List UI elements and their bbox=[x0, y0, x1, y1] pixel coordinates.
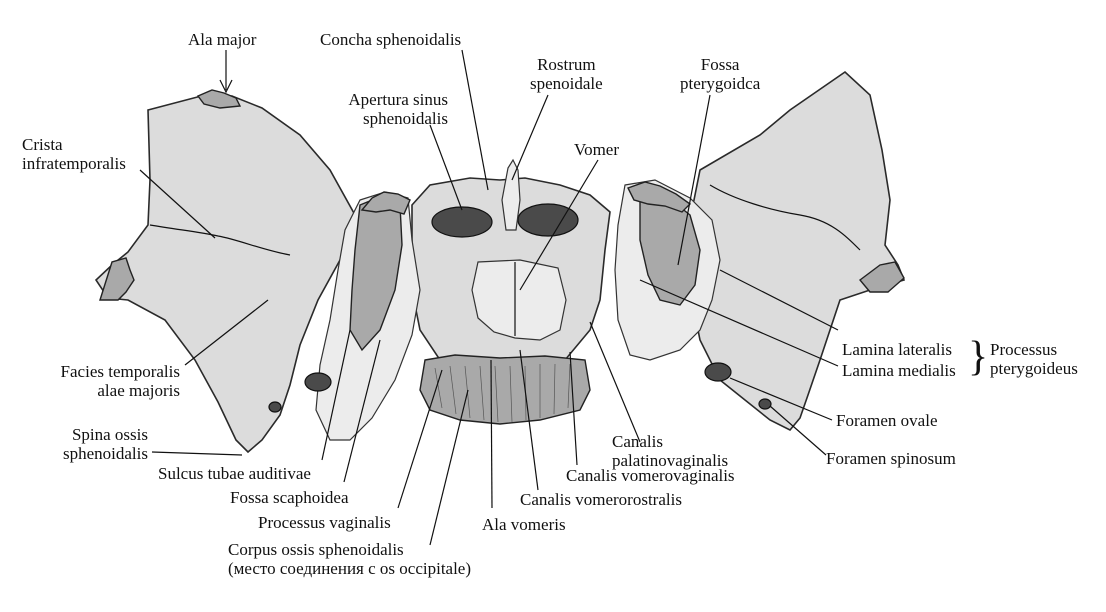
label-rostrum-line1: Rostrum bbox=[537, 55, 596, 74]
label-apertura-line1: Apertura sinus bbox=[348, 90, 448, 109]
label-fossa-scaphoidea: Fossa scaphoidea bbox=[230, 488, 349, 507]
label-fossa-pterygoidea: Fossa pterygoidca bbox=[680, 55, 760, 93]
label-foramen-spinosum: Foramen spinosum bbox=[826, 449, 956, 468]
right-pterygoid-rough-edge bbox=[627, 181, 692, 213]
brace-processus-pterygoideus: } bbox=[968, 334, 989, 380]
label-spina-line2: sphenoidalis bbox=[63, 444, 148, 463]
left-wing-jagged-edge bbox=[99, 257, 135, 301]
left-infratemporal-ridge bbox=[149, 224, 291, 256]
label-canalis-vomerorostralis: Canalis vomerorostralis bbox=[520, 490, 682, 509]
left-wing-crest-edge bbox=[196, 89, 242, 109]
label-apertura-line2: sphenoidalis bbox=[363, 109, 448, 128]
right-wing-jagged-edge bbox=[858, 261, 905, 293]
label-vomer: Vomer bbox=[574, 140, 620, 159]
label-sulcus-tubae: Sulcus tubae auditivae bbox=[158, 464, 311, 483]
label-rostrum: Rostrum spenoidale bbox=[530, 55, 603, 93]
label-fossa-line2: pterygoidca bbox=[680, 74, 761, 93]
label-processus-line1: Processus bbox=[990, 340, 1058, 359]
label-canalis-pal-line1: Canalis bbox=[612, 432, 663, 451]
foramen-ovale-shape bbox=[704, 362, 732, 382]
label-fossa-line1: Fossa bbox=[700, 55, 740, 74]
label-ala-major: Ala major bbox=[188, 30, 257, 49]
label-processus-pterygoideus: Processus pterygoideus bbox=[990, 340, 1078, 378]
right-infratemporal-ridge bbox=[709, 184, 861, 251]
label-facies-temporalis: Facies temporalis alae majoris bbox=[30, 362, 180, 400]
leader-lines bbox=[139, 49, 839, 546]
label-rostrum-line2: spenoidale bbox=[530, 74, 603, 93]
label-canalis-palatinovaginalis: Canalis palatinovaginalis bbox=[612, 432, 728, 470]
label-processus-vaginalis: Processus vaginalis bbox=[258, 513, 391, 532]
left-small-foramen-shape bbox=[268, 401, 282, 413]
label-lamina-lateralis: Lamina lateralis bbox=[842, 340, 952, 359]
label-spina-line1: Spina ossis bbox=[71, 425, 148, 444]
left-pterygoid-rough-edge bbox=[360, 191, 411, 215]
label-crista-line2: infratemporalis bbox=[22, 154, 126, 173]
label-canalis-pal-line2: palatinovaginalis bbox=[612, 451, 729, 470]
label-foramen-ovale: Foramen ovale bbox=[836, 411, 938, 430]
label-facies-line2: alae majoris bbox=[97, 381, 180, 400]
label-corpus-line2: (место соединения с os occipitale) bbox=[228, 559, 472, 578]
rostrum bbox=[501, 158, 521, 231]
right-sinus-aperture bbox=[517, 203, 579, 237]
label-canalis-vomerovaginalis: Canalis vomerovaginalis bbox=[566, 466, 735, 485]
label-ala-vomeris: Ala vomeris bbox=[482, 515, 566, 534]
label-lamina-medialis: Lamina medialis bbox=[842, 361, 956, 380]
label-crista-infratemporalis: Crista infratemporalis bbox=[22, 135, 126, 173]
label-facies-line1: Facies temporalis bbox=[60, 362, 180, 381]
label-corpus-line1: Corpus ossis sphenoidalis bbox=[228, 540, 404, 559]
left-greater-wing bbox=[94, 94, 356, 454]
label-apertura-sinus: Apertura sinus sphenoidalis bbox=[318, 90, 448, 128]
foramen-spinosum-shape bbox=[758, 398, 772, 410]
corpus-lower bbox=[419, 354, 591, 425]
label-spina-ossis: Spina ossis sphenoidalis bbox=[40, 425, 148, 463]
vomer bbox=[471, 259, 567, 341]
left-sinus-aperture bbox=[431, 206, 493, 238]
label-corpus-ossis: Corpus ossis sphenoidalis (место соедине… bbox=[228, 540, 471, 578]
left-foramen-shape bbox=[304, 372, 332, 392]
label-processus-line2: pterygoideus bbox=[990, 359, 1078, 378]
label-crista-line1: Crista bbox=[22, 135, 63, 154]
label-concha-sphenoidalis: Concha sphenoidalis bbox=[320, 30, 462, 49]
